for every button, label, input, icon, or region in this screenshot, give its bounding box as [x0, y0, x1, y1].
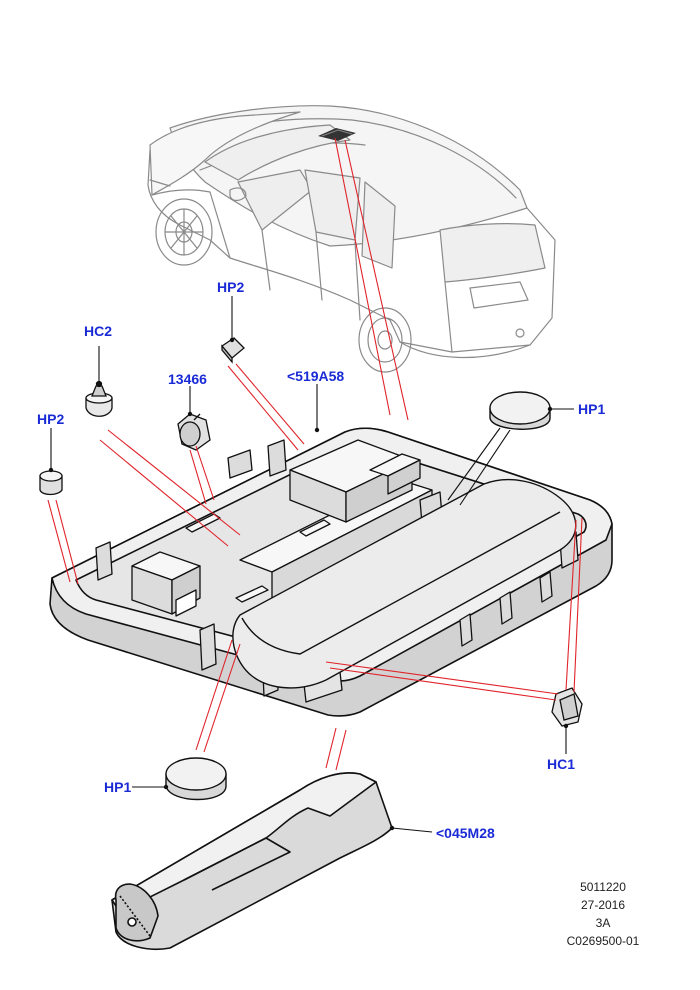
callout-dots	[48, 337, 569, 831]
label-13466: 13466	[168, 371, 207, 387]
hc1-clip	[551, 687, 583, 727]
reference-number: 5011220	[580, 880, 626, 894]
roof-console-location	[318, 128, 356, 141]
callout-pointers	[50, 296, 574, 833]
reference-variant: 3A	[595, 916, 611, 930]
label-hp2-left: HP2	[37, 411, 64, 427]
lens-cover	[232, 478, 577, 689]
reference-date: 27-2016	[580, 898, 626, 912]
label-hp2-top: HP2	[217, 279, 244, 295]
hp1-cap-right	[489, 391, 551, 430]
hp2-plug-left	[39, 470, 63, 496]
label-hp1-right: HP1	[578, 401, 605, 417]
hp1-cap-left	[165, 757, 227, 801]
lower-trim-045m28	[111, 772, 393, 951]
label-hc1: HC1	[547, 756, 575, 772]
hc2-clip	[85, 380, 113, 417]
bulb-holder-13466	[177, 413, 211, 451]
console-internals	[95, 439, 579, 703]
label-045m28: <045M28	[436, 825, 495, 841]
vehicle-outline	[147, 105, 556, 373]
reference-block: 5011220 27-2016 3A C0269500-01	[548, 878, 658, 950]
label-519a58: <519A58	[287, 368, 344, 384]
leader-lines	[47, 137, 583, 771]
label-hc2: HC2	[84, 323, 112, 339]
label-hp1-left: HP1	[104, 779, 131, 795]
reference-code: C0269500-01	[566, 934, 640, 948]
